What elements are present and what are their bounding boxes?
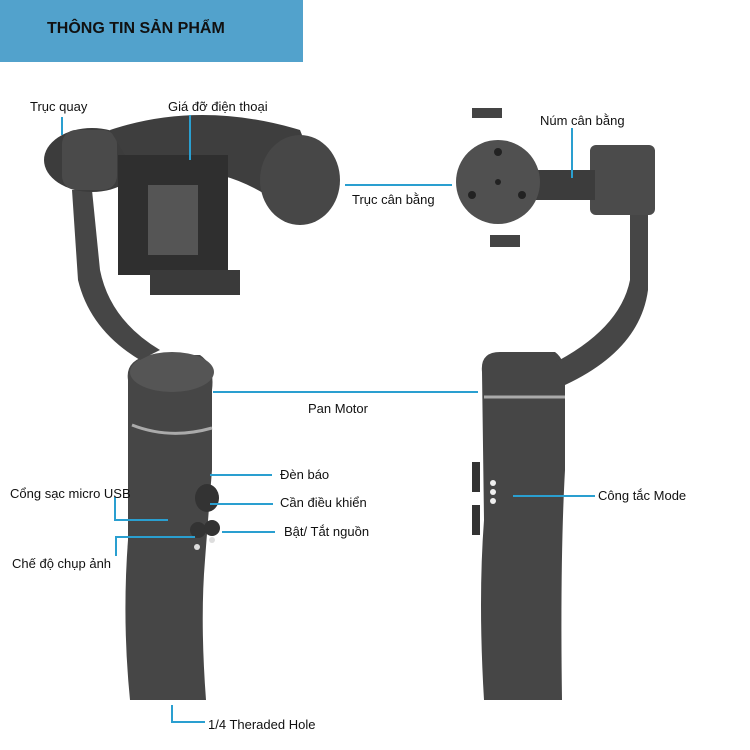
header-banner: THÔNG TIN SẢN PHẨM <box>0 0 303 62</box>
label-truc-quay: Trục quay <box>30 99 88 114</box>
leader-lines <box>61 115 595 723</box>
right-gimbal <box>456 108 655 700</box>
label-bat-tat: Bật/ Tắt nguồn <box>284 524 370 539</box>
label-truc-can-bang: Trục cân bằng <box>352 192 435 207</box>
label-num-can-bang: Núm cân bằng <box>540 113 625 128</box>
label-pan-motor: Pan Motor <box>308 401 368 416</box>
label-cong-tac-mode: Công tắc Mode <box>598 488 687 503</box>
label-cong-sac: Cổng sạc micro USB <box>10 486 131 501</box>
label-den-bao: Đèn báo <box>280 467 330 482</box>
label-can-dieu-khien: Cần điều khiển <box>280 495 367 510</box>
label-gia-do: Giá đỡ điện thoại <box>168 99 268 114</box>
page-title: THÔNG TIN SẢN PHẨM <box>47 20 225 37</box>
label-che-do: Chế độ chụp ảnh <box>12 556 112 571</box>
left-gimbal <box>44 115 340 700</box>
label-threaded-hole: 1/4 Theraded Hole <box>208 717 316 732</box>
